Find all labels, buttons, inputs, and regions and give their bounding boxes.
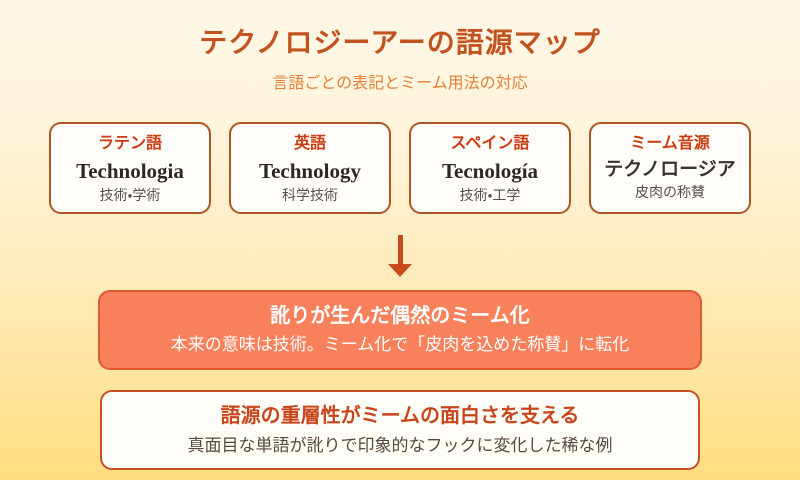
conclusion-title: 語源の重層性がミームの面白さを支える [220,405,580,427]
conclusion-description: 真面目な単語が訛りで印象的なフックに変化した稀な例 [187,436,613,455]
language-card-meaning: 技術・工学 [459,186,521,203]
language-card-meaning: 技術・学術 [99,186,161,203]
language-card-english: 英語 Technology 科学技術 [229,122,391,214]
down-arrow-stem [397,235,403,264]
highlight-description: 本来の意味は技術。ミーム化で「皮肉を込めた称賛」に転化 [170,335,630,354]
header: テクノロジーアーの語源マップ 言語ごとの表記とミーム用法の対応 [0,0,800,93]
language-card-label: ミーム音源 [630,135,710,152]
language-card-word: テクノロージア [604,158,736,180]
highlight-card: 訛りが生んだ偶然のミーム化 本来の意味は技術。ミーム化で「皮肉を込めた称賛」に転… [98,290,702,370]
conclusion-card: 語源の重層性がミームの面白さを支える 真面目な単語が訛りで印象的なフックに変化し… [100,390,700,470]
language-card-label: ラテン語 [97,135,162,152]
language-card-word: Technologia [76,158,184,183]
language-card-meaning: 皮肉の称賛 [635,184,705,201]
page-title: テクノロジーアーの語源マップ [199,27,601,58]
language-card-word: Tecnología [441,158,539,183]
language-card-latin: ラテン語 Technologia 技術・学術 [49,122,211,214]
language-cards-row: ラテン語 Technologia 技術・学術 英語 Technology 科学技… [0,122,800,214]
language-card-label: 英語 [293,135,326,152]
language-card-label: スペイン語 [450,135,530,152]
down-arrow-head [388,264,412,277]
language-card-word: Technology [259,158,361,183]
highlight-title: 訛りが生んだ偶然のミーム化 [270,305,530,327]
down-arrow-icon [0,235,800,277]
language-card-meme-source: ミーム音源 テクノロージア 皮肉の称賛 [589,122,751,214]
page-subtitle: 言語ごとの表記とミーム用法の対応 [272,75,528,92]
language-card-meaning: 科学技術 [282,186,338,203]
language-card-spanish: スペイン語 Tecnología 技術・工学 [409,122,571,214]
